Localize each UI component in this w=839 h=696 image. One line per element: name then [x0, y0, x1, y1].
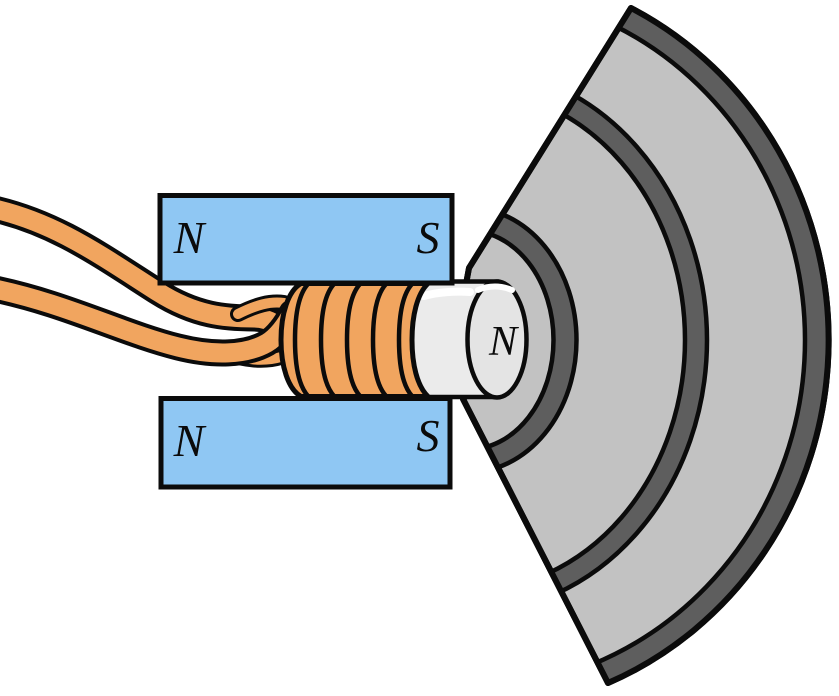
cone-outer-rib-edge	[463, 8, 808, 683]
core-highlight	[420, 287, 474, 300]
top-magnet-s-label: S	[417, 212, 440, 263]
core-highlight	[475, 283, 515, 293]
core-pole-label: N	[488, 319, 519, 365]
coil-turn-separator	[344, 282, 362, 398]
coil-turn-separator	[318, 282, 336, 398]
lead-wire-bottom	[0, 280, 302, 363]
cone-outer-rib	[463, 8, 828, 683]
bottom-magnet-n-label: N	[173, 415, 207, 466]
coil-turn-separator	[292, 282, 310, 398]
lead-wires	[0, 196, 307, 368]
wire-branch-upper	[233, 297, 289, 319]
magnet-core: N	[401, 279, 529, 400]
coil-turn-separator	[396, 282, 414, 398]
top-magnet-n-label: N	[173, 212, 207, 263]
coil-body	[278, 281, 431, 399]
lead-wire-top	[0, 200, 303, 357]
bottom-magnet-bar	[158, 396, 453, 490]
bottom-magnet: N S	[158, 396, 453, 490]
top-magnet-bar	[157, 193, 455, 286]
cone-outline	[460, 5, 832, 686]
coil-turn-separator	[370, 282, 388, 398]
bottom-magnet-s-label: S	[417, 410, 440, 461]
core-face	[465, 279, 529, 400]
top-magnet: N S	[157, 193, 455, 286]
voice-coil	[278, 281, 431, 399]
